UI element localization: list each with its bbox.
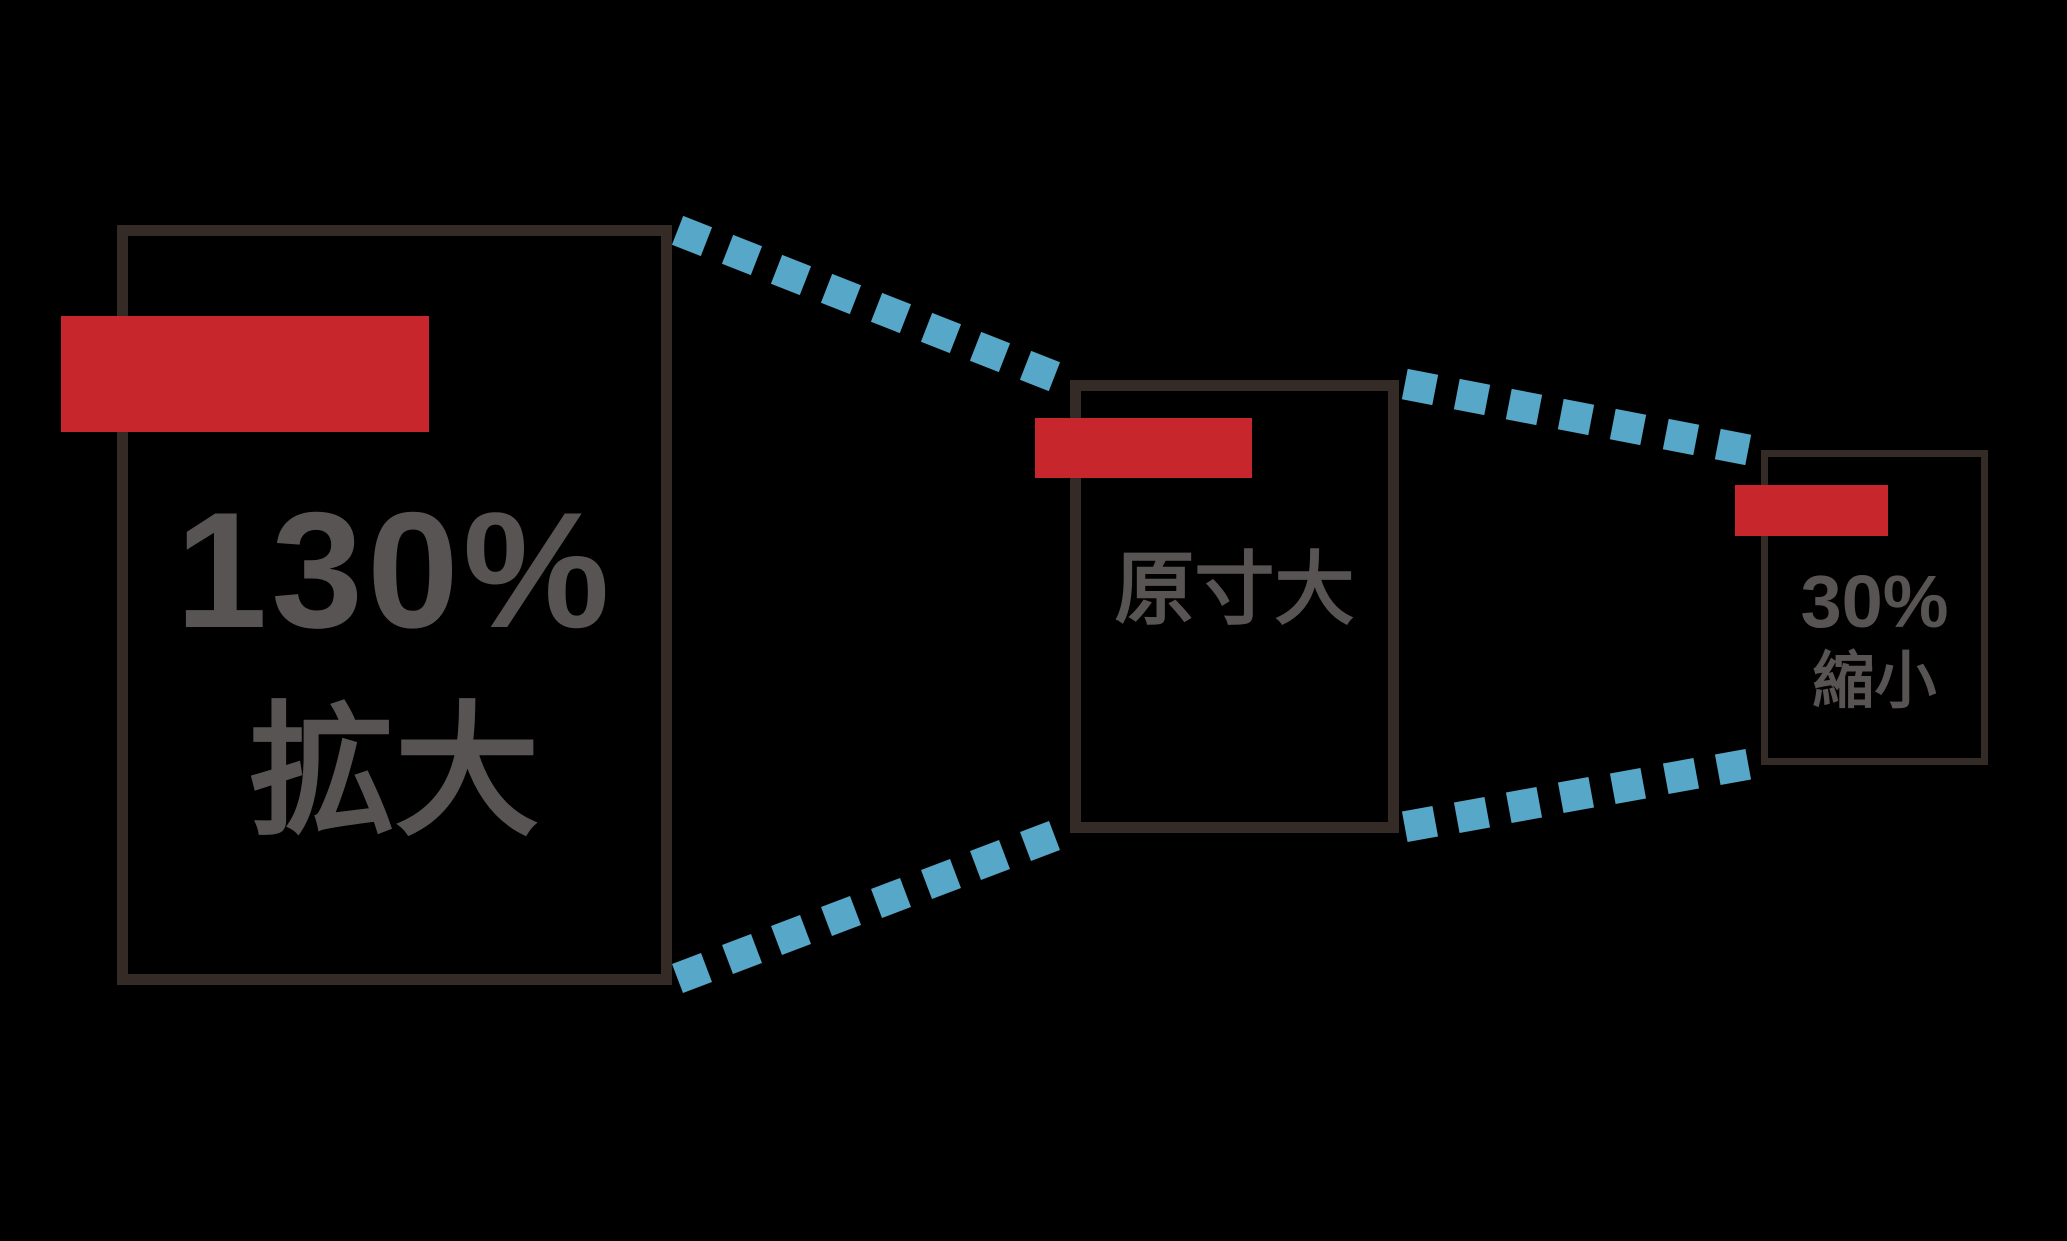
enlarged-percent-label: 130%	[175, 478, 614, 662]
dash-square	[821, 273, 862, 314]
dash-square	[771, 254, 812, 295]
dash-square	[1714, 428, 1751, 466]
dash-square	[970, 840, 1011, 880]
dash-square	[870, 877, 911, 918]
dash-square	[1020, 821, 1061, 862]
dash-square	[1453, 378, 1491, 416]
dash-square	[920, 858, 961, 899]
dash-square	[1506, 786, 1543, 824]
reduced-percent-label: 30%	[1800, 560, 1949, 643]
red-highlight-bar-reduced	[1735, 485, 1888, 536]
enlarged-action-label: 拡大	[249, 691, 540, 853]
dash-square	[1453, 796, 1491, 833]
dash-square	[1662, 418, 1699, 456]
dash-square	[1401, 806, 1438, 843]
dash-square	[721, 933, 762, 974]
dash-square	[1610, 408, 1647, 446]
dash-square	[771, 915, 812, 955]
dash-square	[1610, 767, 1647, 804]
red-highlight-bar-original	[1035, 418, 1252, 478]
dash-square	[1662, 758, 1699, 795]
page-frame-enlarged-130	[117, 225, 672, 985]
dash-square	[1020, 351, 1061, 392]
dash-square	[1558, 777, 1595, 814]
dash-square	[970, 331, 1011, 373]
dash-square	[1401, 368, 1438, 406]
dash-square	[671, 215, 712, 256]
page-frame-reduced-30	[1761, 450, 1988, 765]
reduced-action-label: 縮小	[1812, 647, 1937, 716]
original-size-label: 原寸大	[1114, 545, 1355, 634]
dash-square	[1558, 398, 1595, 436]
dash-square	[721, 235, 762, 276]
dash-square	[1714, 748, 1751, 785]
dash-square	[870, 293, 911, 334]
red-highlight-bar-enlarged	[61, 316, 429, 432]
page-frame-original-size	[1070, 380, 1399, 833]
dash-square	[920, 312, 961, 353]
dash-square	[1505, 388, 1543, 426]
dash-square	[821, 896, 862, 937]
dash-square	[671, 952, 712, 993]
